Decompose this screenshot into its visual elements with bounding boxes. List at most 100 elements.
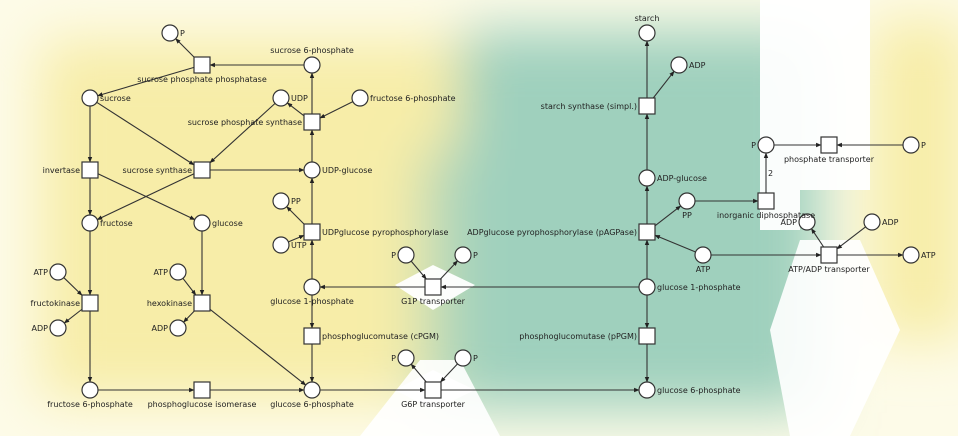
place-circle[interactable] [81,381,99,399]
transition-g6ptr[interactable] [424,381,442,399]
place-circle[interactable] [272,192,290,210]
place-circle[interactable] [798,213,816,231]
place-circle[interactable] [638,381,656,399]
transition-box[interactable] [81,294,99,312]
place-adp_fk[interactable] [49,319,67,337]
place-adp_pl[interactable] [798,213,816,231]
place-circle[interactable] [272,89,290,107]
place-atp_fk[interactable] [49,263,67,281]
place-circle[interactable] [397,349,415,367]
place-circle[interactable] [49,319,67,337]
place-circle[interactable] [303,56,321,74]
transition-box[interactable] [820,136,838,154]
place-circle[interactable] [454,246,472,264]
place-circle[interactable] [863,213,881,231]
place-circle[interactable] [49,263,67,281]
transition-box[interactable] [193,161,211,179]
transition-box[interactable] [193,294,211,312]
place-atp_hk[interactable] [169,263,187,281]
place-circle[interactable] [272,236,290,254]
place-f6p_c[interactable] [81,381,99,399]
place-circle[interactable] [454,349,472,367]
place-circle[interactable] [670,56,688,74]
transition-box[interactable] [81,161,99,179]
transition-box[interactable] [424,381,442,399]
place-atp_pl[interactable] [694,246,712,264]
place-circle[interactable] [757,136,775,154]
place-circle[interactable] [902,246,920,264]
transition-aatr[interactable] [820,246,838,264]
place-g6p_p[interactable] [638,381,656,399]
place-pp_c[interactable] [272,192,290,210]
place-circle[interactable] [161,24,179,42]
place-f6p_top[interactable] [351,89,369,107]
place-p_g6p_l[interactable] [397,349,415,367]
place-circle[interactable] [169,319,187,337]
place-adpglc[interactable] [638,169,656,187]
transition-box[interactable] [820,246,838,264]
place-circle[interactable] [169,263,187,281]
place-circle[interactable] [81,89,99,107]
place-circle[interactable] [694,246,712,264]
place-glucose[interactable] [193,214,211,232]
transition-hk[interactable] [193,294,211,312]
transition-box[interactable] [303,223,321,241]
place-atp_out[interactable] [902,246,920,264]
transition-cpgm[interactable] [303,327,321,345]
transition-ptr[interactable] [820,136,838,154]
place-g1p_p[interactable] [638,278,656,296]
place-adp_ss[interactable] [670,56,688,74]
transition-ipp[interactable] [757,192,775,210]
place-circle[interactable] [303,161,321,179]
transition-box[interactable] [424,278,442,296]
transition-box[interactable] [638,223,656,241]
transition-box[interactable] [193,56,211,74]
place-circle[interactable] [902,136,920,154]
place-circle[interactable] [638,24,656,42]
place-p_g1p_r[interactable] [454,246,472,264]
place-udpglc[interactable] [303,161,321,179]
place-circle[interactable] [303,278,321,296]
place-p_out[interactable] [902,136,920,154]
place-adp_out[interactable] [863,213,881,231]
place-starch[interactable] [638,24,656,42]
transition-spp[interactable] [193,56,211,74]
place-circle[interactable] [638,169,656,187]
place-p_pl[interactable] [757,136,775,154]
place-udp[interactable] [272,89,290,107]
place-circle[interactable] [678,192,696,210]
transition-ppgm[interactable] [638,327,656,345]
place-p_g1p_l[interactable] [397,246,415,264]
place-circle[interactable] [81,214,99,232]
transition-ss[interactable] [638,97,656,115]
transition-susy[interactable] [193,161,211,179]
place-adp_hk[interactable] [169,319,187,337]
place-sucrose[interactable] [81,89,99,107]
transition-agp[interactable] [638,223,656,241]
transition-box[interactable] [303,113,321,131]
place-s6p[interactable] [303,56,321,74]
place-g1p_c[interactable] [303,278,321,296]
place-pp_p[interactable] [678,192,696,210]
transition-box[interactable] [638,97,656,115]
transition-box[interactable] [193,381,211,399]
transition-box[interactable] [638,327,656,345]
place-p_spp[interactable] [161,24,179,42]
place-circle[interactable] [351,89,369,107]
place-circle[interactable] [397,246,415,264]
transition-g1ptr[interactable] [424,278,442,296]
transition-box[interactable] [757,192,775,210]
place-fructose[interactable] [81,214,99,232]
place-utp[interactable] [272,236,290,254]
transition-box[interactable] [303,327,321,345]
place-p_g6p_r[interactable] [454,349,472,367]
place-circle[interactable] [638,278,656,296]
transition-sps[interactable] [303,113,321,131]
transition-ugp[interactable] [303,223,321,241]
place-circle[interactable] [193,214,211,232]
transition-inv[interactable] [81,161,99,179]
transition-pgi[interactable] [193,381,211,399]
transition-fk[interactable] [81,294,99,312]
place-g6p_c[interactable] [303,381,321,399]
place-circle[interactable] [303,381,321,399]
